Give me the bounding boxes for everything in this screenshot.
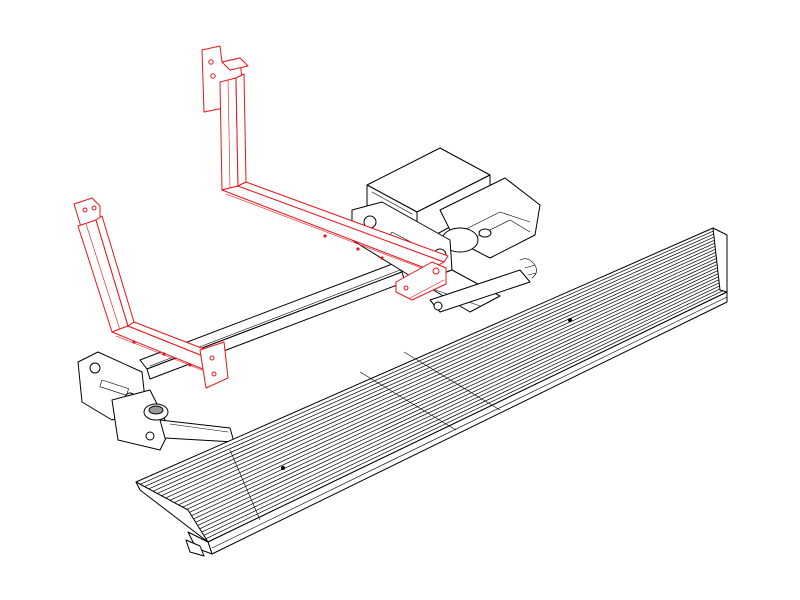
running-board-tread <box>135 227 728 557</box>
motor-housing <box>366 147 541 279</box>
tread-rib <box>184 271 723 524</box>
tread-rib <box>198 282 726 535</box>
tread-rib <box>145 236 716 491</box>
linkage-arm <box>429 269 531 313</box>
tread-rib <box>148 239 716 494</box>
mounting-bar <box>139 262 406 380</box>
tread-rib <box>155 245 717 499</box>
tread-rib <box>175 262 721 516</box>
tread-rib <box>181 268 723 521</box>
base-assembly <box>77 147 541 451</box>
tread-rib <box>201 285 726 537</box>
tread-rib <box>171 259 721 513</box>
tread-rib <box>194 280 725 532</box>
tread-rib <box>158 248 718 502</box>
tread-rib <box>142 233 715 488</box>
tread-rib <box>139 230 714 486</box>
tread-rib <box>165 253 719 507</box>
tread-rib <box>162 250 719 505</box>
front-mounting-bracket <box>73 197 229 389</box>
tread-rib <box>204 288 727 540</box>
rear-mounting-bracket <box>201 45 449 301</box>
tread-rib <box>178 265 722 518</box>
tread-ribs <box>139 230 727 540</box>
tread-rib <box>152 242 717 496</box>
left-pivot-bracket <box>77 351 235 451</box>
tread-rib <box>191 277 724 529</box>
tread-rib <box>188 274 724 526</box>
highlighted-mounting-brackets <box>73 45 449 389</box>
tread-rib <box>168 256 720 510</box>
